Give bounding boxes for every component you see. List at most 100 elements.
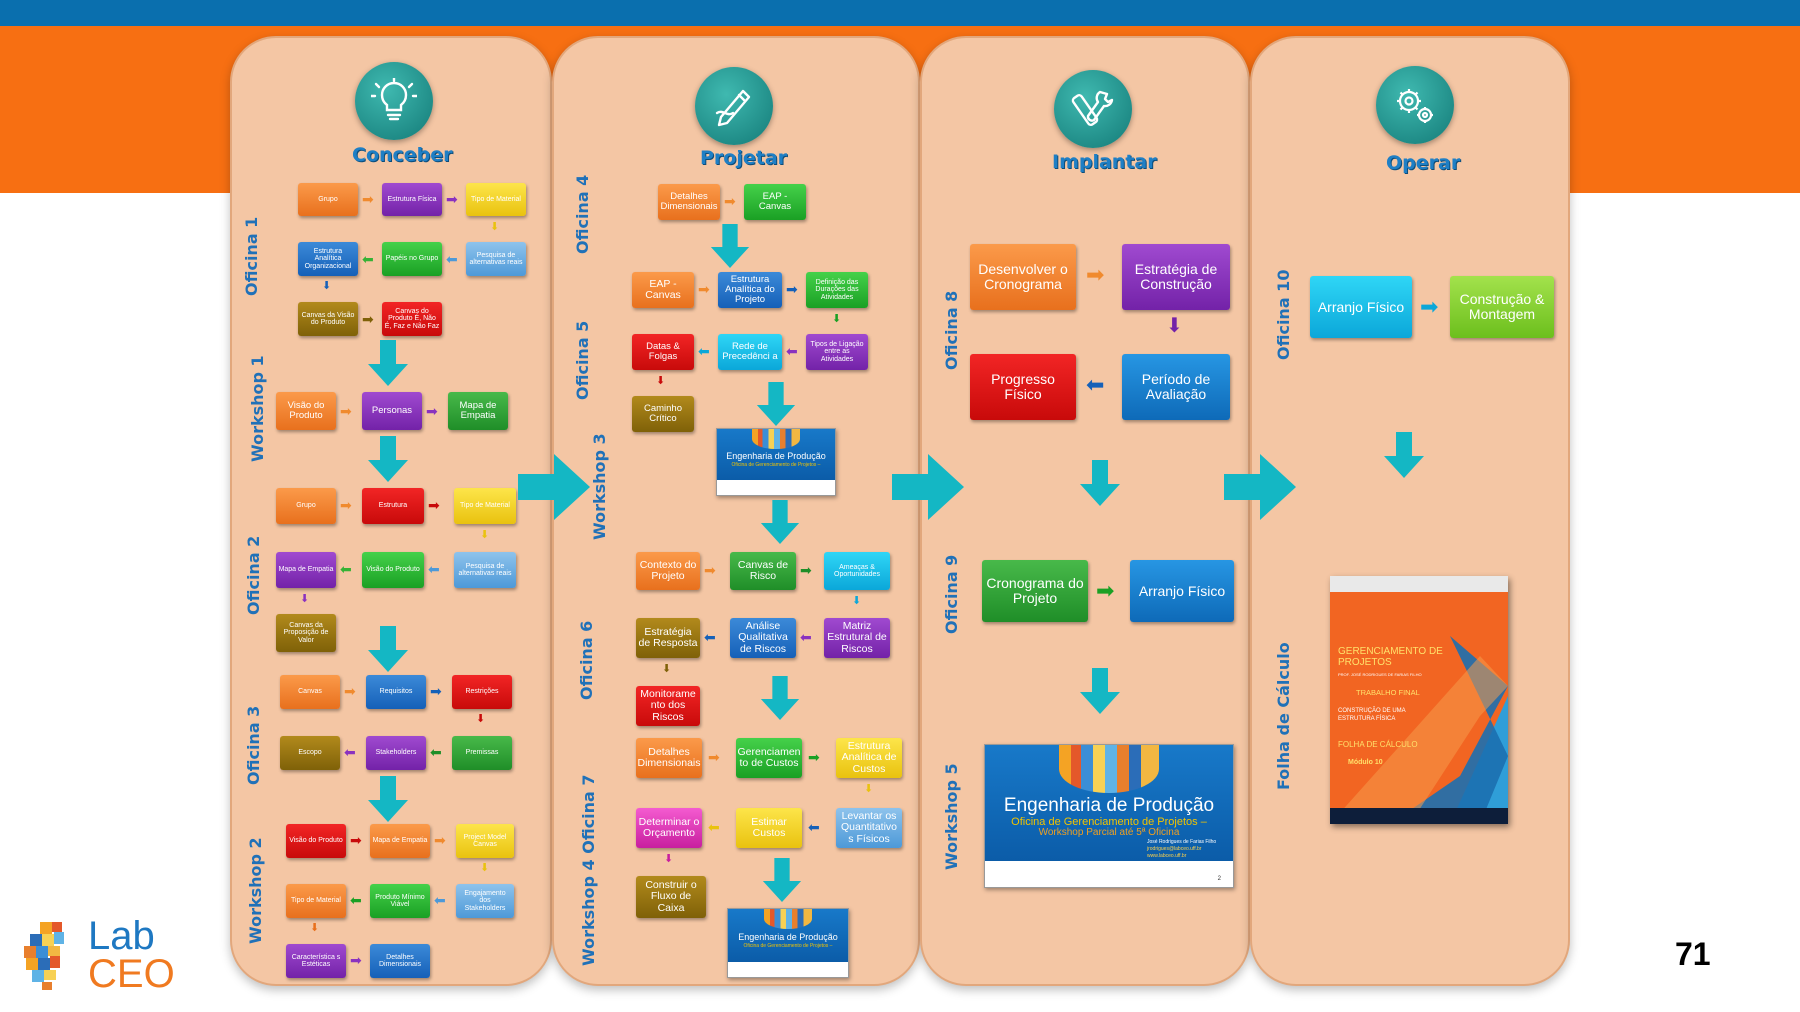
box-o2-tipo: Tipo de Material: [454, 488, 516, 524]
arrow-down-icon: ⬇: [310, 922, 320, 934]
thumb-subtitle-2: Workshop Parcial até 5ª Oficina: [1038, 827, 1180, 839]
arrow-down-icon: ⬇: [300, 593, 310, 605]
phase-arrow-right-icon: [1224, 454, 1296, 520]
arrow-right-icon: ➡: [340, 497, 352, 513]
cover-shapes: [1330, 576, 1508, 824]
arrow-right-icon: ➡: [808, 749, 820, 765]
phase-arrow-right-icon: [518, 454, 590, 520]
arrow-right-icon: ➡: [344, 683, 356, 699]
arrow-left-icon: ⬅: [434, 892, 446, 908]
thumb-email: jrodrigues@labceo.uff.br: [1147, 845, 1202, 852]
arrow-left-icon: ⬅: [704, 629, 716, 645]
label-oficina-6: Oficina 6: [577, 620, 596, 700]
arrow-right-icon: ➡: [362, 311, 374, 327]
label-workshop-3: Workshop 3: [590, 433, 609, 540]
phase-title-conceber: Conceber: [352, 144, 453, 166]
gears-icon: [1376, 66, 1454, 144]
box-o3-premissas: Premissas: [452, 736, 512, 770]
arrow-down-icon: ⬇: [832, 313, 842, 325]
box-w2-engajamento: Engajamento dos Stakeholders: [456, 884, 514, 918]
box-o2-estrutura: Estrutura: [362, 488, 424, 524]
phase-title-operar: Operar: [1386, 152, 1461, 174]
cover-modulo: Módulo 10: [1348, 759, 1383, 766]
thumb-subtitle: Oficina de Gerenciamento de Projetos –: [731, 462, 821, 468]
thumb-subtitle: Oficina de Gerenciamento de Projetos –: [1011, 816, 1207, 828]
box-o5-caminho: Caminho Crítico: [632, 396, 694, 432]
arrow-left-icon: ⬅: [350, 892, 362, 908]
big-down-arrow-icon: [1080, 668, 1120, 714]
arrow-left-icon: ⬅: [1086, 372, 1105, 397]
box-w1-mapa: Mapa de Empatia: [448, 392, 508, 430]
arrow-right-icon: ➡: [708, 749, 720, 765]
box-construcao-montagem: Construção & Montagem: [1450, 276, 1554, 338]
arrow-down-icon: ⬇: [864, 783, 874, 795]
box-w2-produto-minimo: Produto Mínimo Viável: [370, 884, 430, 918]
phase-title-implantar: Implantar: [1052, 151, 1157, 173]
label-oficina-2: Oficina 2: [244, 535, 263, 615]
box-o1-canvas-produto: Canvas do Produto É, Não É, Faz e Não Fa…: [382, 302, 442, 336]
thumb-subtitle: Oficina de Gerenciamento de Projetos –: [743, 943, 833, 949]
box-w1-personas: Personas: [362, 392, 422, 430]
page-number: 71: [1675, 936, 1711, 972]
big-down-arrow-icon: [1384, 432, 1424, 478]
box-o1-eao: Estrutura Analítica Organizacional: [298, 242, 358, 276]
box-o4-eap: EAP - Canvas: [744, 184, 806, 220]
arrow-right-icon: ➡: [340, 403, 352, 419]
arrow-left-icon: ⬅: [708, 819, 720, 835]
box-o1-grupo: Grupo: [298, 183, 358, 216]
arrow-right-icon: ➡: [724, 193, 736, 209]
arrow-left-icon: ⬅: [430, 744, 442, 760]
box-o7-gerenciamento: Gerenciamen to de Custos: [736, 738, 802, 778]
arrow-right-icon: ➡: [362, 191, 374, 207]
folha-de-calculo-cover: GERENCIAMENTO DE PROJETOS PROF. JOSÉ ROD…: [1330, 576, 1508, 824]
logo-lab: Lab: [88, 914, 155, 958]
big-down-arrow-icon: [368, 776, 408, 822]
cover-prof: PROF. JOSÉ RODRIGUES DE FARIAS FILHO: [1338, 672, 1422, 677]
box-arranjo-fisico-operar: Arranjo Físico: [1310, 276, 1412, 338]
box-o2-canvas-prop: Canvas da Proposição de Valor: [276, 614, 336, 652]
arrow-right-icon: ➡: [434, 832, 446, 848]
box-o5-estrutura: Estrutura Analítica do Projeto: [718, 272, 782, 308]
big-down-arrow-icon: [760, 676, 800, 720]
box-o2-visao: Visão do Produto: [362, 552, 424, 588]
thumb-page: 2: [1217, 876, 1221, 882]
cover-trabalho: TRABALHO FINAL: [1356, 688, 1420, 697]
box-o5-definicao: Definição das Durações das Atividades: [806, 272, 868, 308]
box-periodo-avaliacao: Período de Avaliação: [1122, 354, 1230, 420]
box-o6-contexto: Contexto do Projeto: [636, 552, 700, 590]
arrow-down-icon: ⬇: [490, 221, 500, 233]
box-o3-stakeholders: Stakeholders: [366, 736, 426, 770]
big-down-arrow-icon: [1080, 460, 1120, 506]
box-w2-project-model: Project Model Canvas: [456, 824, 514, 858]
box-o7-construir: Construir o Fluxo de Caixa: [636, 876, 706, 918]
thumb-site: www.labceo.uff.br: [1147, 852, 1187, 859]
box-o1-canvas-visao: Canvas da Visão do Produto: [298, 302, 358, 336]
label-oficina-8: Oficina 8: [942, 290, 961, 370]
box-cronograma-projeto: Cronograma do Projeto: [982, 560, 1088, 622]
box-o5-tipos: Tipos de Ligação entre as Atividades: [806, 334, 868, 370]
arrow-down-icon: ⬇: [480, 529, 490, 541]
arrow-left-icon: ⬅: [800, 629, 812, 645]
cover-folha: FOLHA DE CÁLCULO: [1338, 740, 1418, 749]
box-o7-detalhes: Detalhes Dimensionais: [636, 738, 702, 778]
box-w2-mapa: Mapa de Empatia: [370, 824, 430, 858]
box-o7-determinar: Determinar o Orçamento: [636, 808, 702, 848]
cover-construcao: CONSTRUÇÃO DE UMA ESTRUTURA FÍSICA: [1338, 708, 1406, 722]
label-oficina-9: Oficina 9: [942, 554, 961, 634]
arrow-right-icon: ➡: [704, 562, 716, 578]
box-o3-canvas: Canvas: [280, 675, 340, 709]
big-down-arrow-icon: [368, 436, 408, 482]
arrow-left-icon: ⬅: [698, 343, 710, 359]
big-down-arrow-icon: [710, 224, 750, 268]
arrow-down-icon: ⬇: [656, 375, 666, 387]
arrow-right-icon: ➡: [786, 281, 798, 297]
phase-title-projetar: Projetar: [700, 147, 788, 169]
phase-arrow-right-icon: [892, 454, 964, 520]
arrow-left-icon: ⬅: [362, 251, 374, 267]
arrow-down-icon: ⬇: [664, 853, 674, 865]
box-o5-datas: Datas & Folgas: [632, 334, 694, 370]
box-o1-estrutura-fisica: Estrutura Física: [382, 183, 442, 216]
label-workshop-1: Workshop 1: [248, 355, 267, 462]
arrow-left-icon: ⬅: [786, 343, 798, 359]
arrow-right-icon: ➡: [350, 952, 362, 968]
